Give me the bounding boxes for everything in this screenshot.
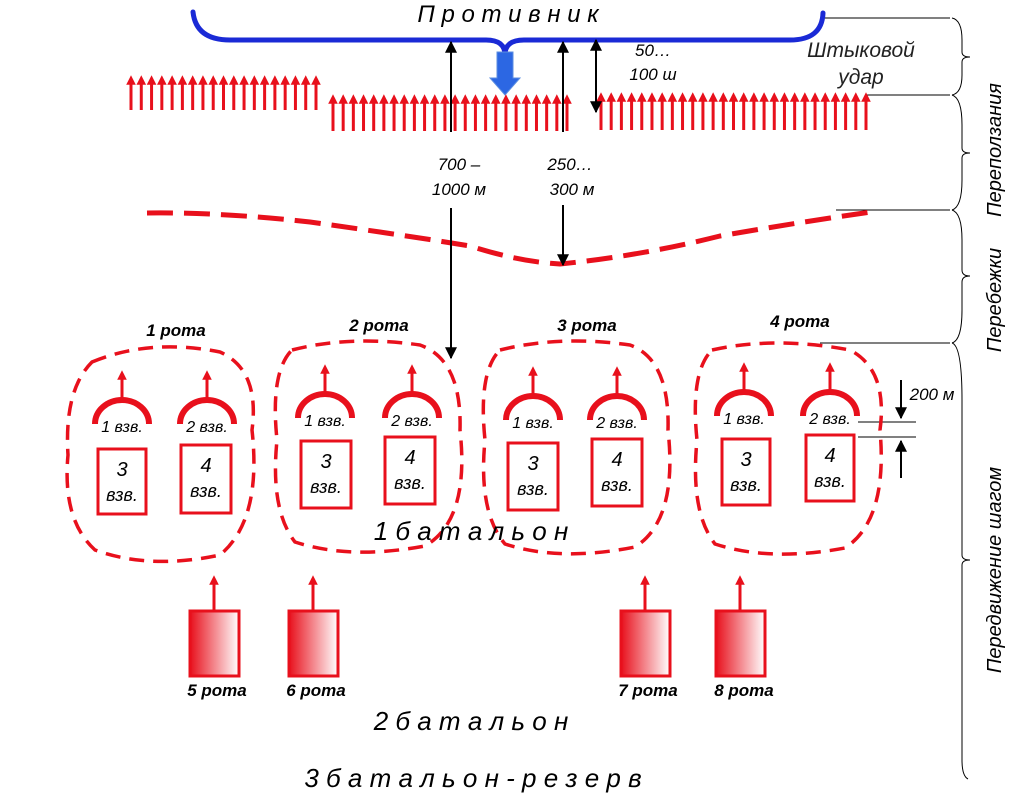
reserve-company-label: 5 рота [187, 681, 247, 700]
reserve-company: 5 рота [187, 575, 247, 700]
company-group: 4 рота 1 взв. 2 взв. 3 взв. 4 взв. [693, 312, 884, 556]
platoon-arc [714, 389, 774, 417]
platoon-label: 1 взв. [512, 415, 554, 432]
platoon-box [96, 447, 148, 516]
distance-2-line2: 300 м [550, 180, 595, 199]
platoon-suffix: взв. [814, 471, 846, 491]
platoon-suffix: взв. [517, 479, 549, 499]
platoon-label: 2 взв. [808, 411, 851, 428]
platoon-label: 2 взв. [390, 413, 433, 430]
company-label: 1 рота [146, 321, 206, 340]
reserve-company: 7 рота [618, 575, 678, 700]
company-boundary [273, 339, 464, 554]
platoon-number: 3 [740, 449, 751, 471]
assault-arrow-rows [126, 75, 871, 131]
platoon-arc [92, 397, 152, 425]
reserve-company-box [714, 609, 767, 678]
distance-labels: 700 – 1000 м 250… 300 м 50… 100 ш 200 м [432, 41, 955, 404]
enemy-label: П р о т и в н и к [417, 1, 600, 28]
platoon-suffix: взв. [106, 485, 138, 505]
platoon-box [179, 443, 233, 515]
company-label: 4 рота [769, 312, 830, 331]
distance-markers [445, 38, 916, 478]
platoon-number: 3 [116, 459, 127, 481]
battalion-2-label: 2 б а т а л ь о н [373, 706, 569, 736]
platoon-box [590, 437, 644, 508]
battalion-1-companies: 1 рота 1 взв. 2 взв. 3 взв. 4 взв. 2 рота 1 взв.… [65, 312, 884, 564]
platoon-label: 2 взв. [595, 415, 638, 432]
platoon-number: 4 [824, 445, 835, 467]
distance-4: 200 м [909, 385, 955, 404]
platoon-box [804, 433, 856, 503]
distance-2-line1: 250… [546, 155, 592, 174]
platoon-label: 2 взв. [185, 419, 228, 436]
phase-dividers [820, 17, 971, 780]
company-group: 2 рота 1 взв. 2 взв. 3 взв. 4 взв. [273, 316, 464, 554]
phase-rush: Перебежки [984, 248, 1006, 352]
company-label: 2 рота [348, 316, 409, 335]
battalion-1-label: 1 б а т а л ь о н [374, 516, 569, 546]
reserve-company-label: 6 рота [286, 681, 346, 700]
platoon-number: 4 [200, 455, 211, 477]
phase-bayonet-line2: удар [836, 66, 883, 89]
distance-3-line1: 50… [635, 41, 671, 60]
platoon-arc [587, 393, 647, 421]
reserve-company-box [188, 609, 241, 678]
distance-3-line2: 100 ш [629, 65, 676, 84]
platoon-suffix: взв. [601, 475, 633, 495]
platoon-arc [382, 391, 442, 419]
platoon-label: 1 взв. [101, 419, 143, 436]
platoon-number: 4 [611, 449, 622, 471]
rush-line [146, 208, 879, 267]
platoon-number: 3 [527, 453, 538, 475]
platoon-arc [800, 389, 860, 417]
platoon-number: 4 [404, 447, 415, 469]
company-group: 1 рота 1 взв. 2 взв. 3 взв. 4 взв. [65, 321, 256, 564]
reserve-company-box [619, 609, 672, 678]
platoon-number: 3 [320, 451, 331, 473]
phase-bayonet-line1: Штыковой [807, 39, 915, 62]
reserve-company-box [287, 609, 340, 678]
enemy-line: П р о т и в н и к [190, 1, 826, 96]
company-label: 3 рота [557, 316, 617, 335]
distance-1-line2: 1000 м [432, 180, 487, 199]
platoon-suffix: взв. [310, 477, 342, 497]
reserve-company-label: 8 рота [714, 681, 774, 700]
phase-crawl: Переползания [984, 83, 1006, 217]
platoon-label: 1 взв. [304, 413, 346, 430]
platoon-box [506, 441, 560, 512]
platoon-box [720, 437, 772, 507]
distance-1-line1: 700 – [438, 155, 481, 174]
platoon-arc [177, 397, 237, 425]
platoon-suffix: взв. [730, 475, 762, 495]
phase-step: Передвижение шагом [984, 467, 1006, 673]
company-boundary [65, 345, 256, 564]
battalion-2-companies: 5 рота 6 рота 7 рота 8 рота [187, 575, 774, 700]
battalion-3-label: 3 б а т а л ь о н - р е з е р в [304, 763, 641, 793]
company-boundary [481, 339, 672, 556]
platoon-suffix: взв. [394, 473, 426, 493]
platoon-box [383, 435, 437, 506]
platoon-arc [295, 391, 355, 419]
company-group: 3 рота 1 взв. 2 взв. 3 взв. 4 взв. [481, 316, 672, 556]
reserve-company: 8 рота [714, 575, 774, 700]
phase-labels: Штыковой удар Переползания Перебежки Пер… [807, 39, 1006, 673]
reserve-company-label: 7 рота [618, 681, 678, 700]
reserve-company: 6 рота [286, 575, 346, 700]
platoon-suffix: взв. [190, 481, 222, 501]
platoon-box [299, 439, 353, 510]
platoon-arc [503, 393, 563, 421]
platoon-label: 1 взв. [723, 411, 765, 428]
